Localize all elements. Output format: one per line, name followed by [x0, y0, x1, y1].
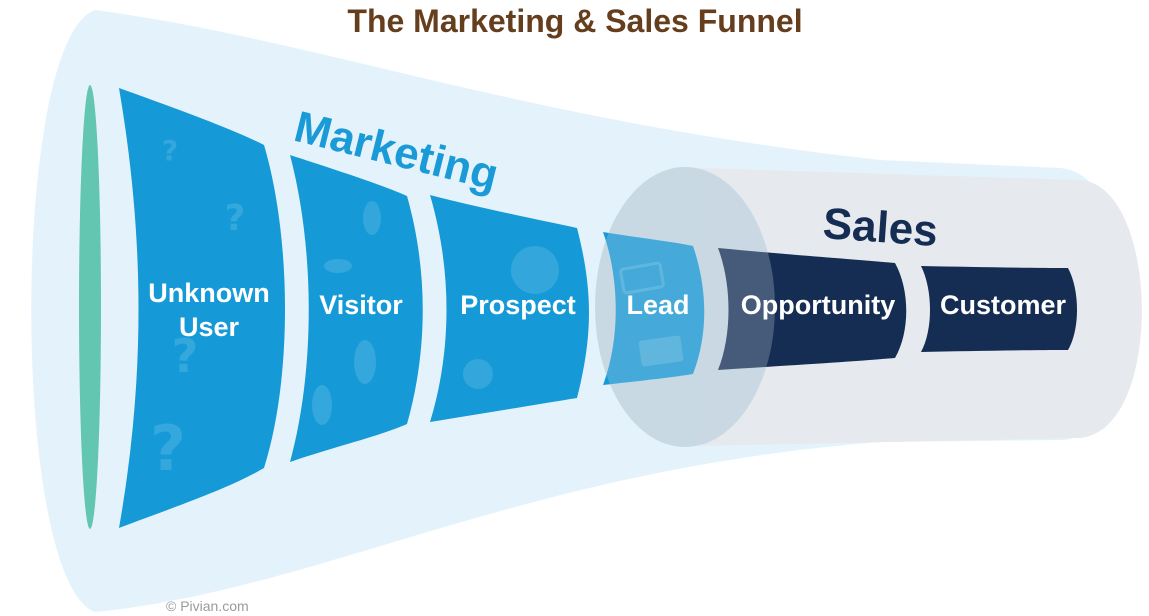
- stage-segment-prospect: [430, 195, 589, 422]
- sales-tube: [700, 168, 1142, 446]
- question-mark-icon: ?: [225, 198, 246, 239]
- smiley-icon: [463, 246, 559, 389]
- stage-segment-customer: [921, 266, 1077, 352]
- overlap-lens-highlight: [595, 167, 775, 447]
- stage-label-customer: Customer: [940, 290, 1067, 320]
- stage-label-user: User: [179, 312, 240, 342]
- page-title: The Marketing & Sales Funnel: [347, 3, 802, 39]
- stage-segment-opportunity: [718, 248, 907, 370]
- copyright-notice: © Pivian.com: [166, 598, 249, 614]
- stage-label-lead: Lead: [626, 290, 689, 320]
- question-mark-icon: ?: [162, 134, 178, 167]
- stage-segment-lead: [603, 232, 705, 385]
- stage-label-opportunity: Opportunity: [741, 290, 895, 320]
- stage-segment-visitor: [290, 155, 423, 462]
- sales-group-label: Sales: [821, 199, 939, 256]
- stage-label-prospect: Prospect: [460, 290, 576, 320]
- lead-card-icon: [619, 261, 684, 367]
- stage-label-unknown: Unknown: [148, 278, 270, 308]
- stage-label-visitor: Visitor: [319, 290, 403, 320]
- footprint-icon: [312, 201, 381, 425]
- stage-segment-unknown-user: [119, 88, 285, 528]
- question-mark-icon: ?: [172, 329, 199, 383]
- question-mark-icon: ?: [150, 412, 186, 485]
- funnel-mouth: [79, 85, 101, 529]
